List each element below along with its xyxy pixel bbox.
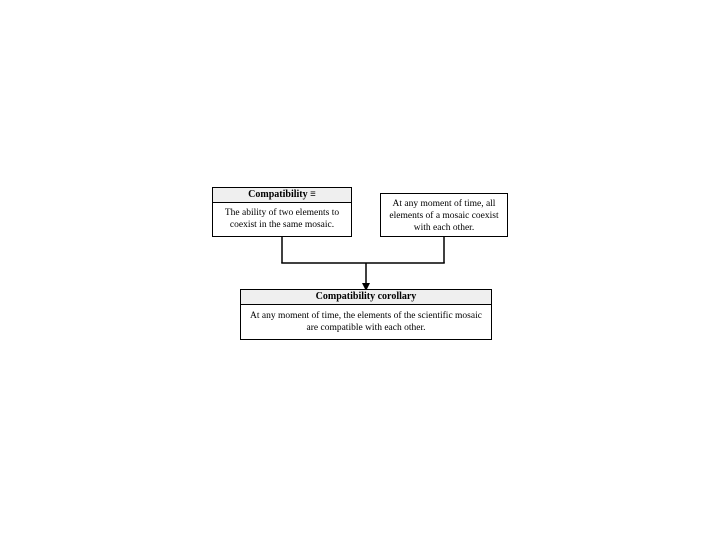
corollary-title: Compatibility corollary xyxy=(241,290,491,305)
corollary-box: Compatibility corollary At any moment of… xyxy=(240,289,492,340)
corollary-text: At any moment of time, the elements of t… xyxy=(250,311,482,333)
definition-box: Compatibility ≡ The ability of two eleme… xyxy=(212,187,352,237)
axiom-box: At any moment of time, all elements of a… xyxy=(380,193,508,237)
definition-title: Compatibility ≡ xyxy=(213,188,351,203)
axiom-text: At any moment of time, all elements of a… xyxy=(389,199,499,233)
definition-text: The ability of two elements to coexist i… xyxy=(224,208,340,230)
